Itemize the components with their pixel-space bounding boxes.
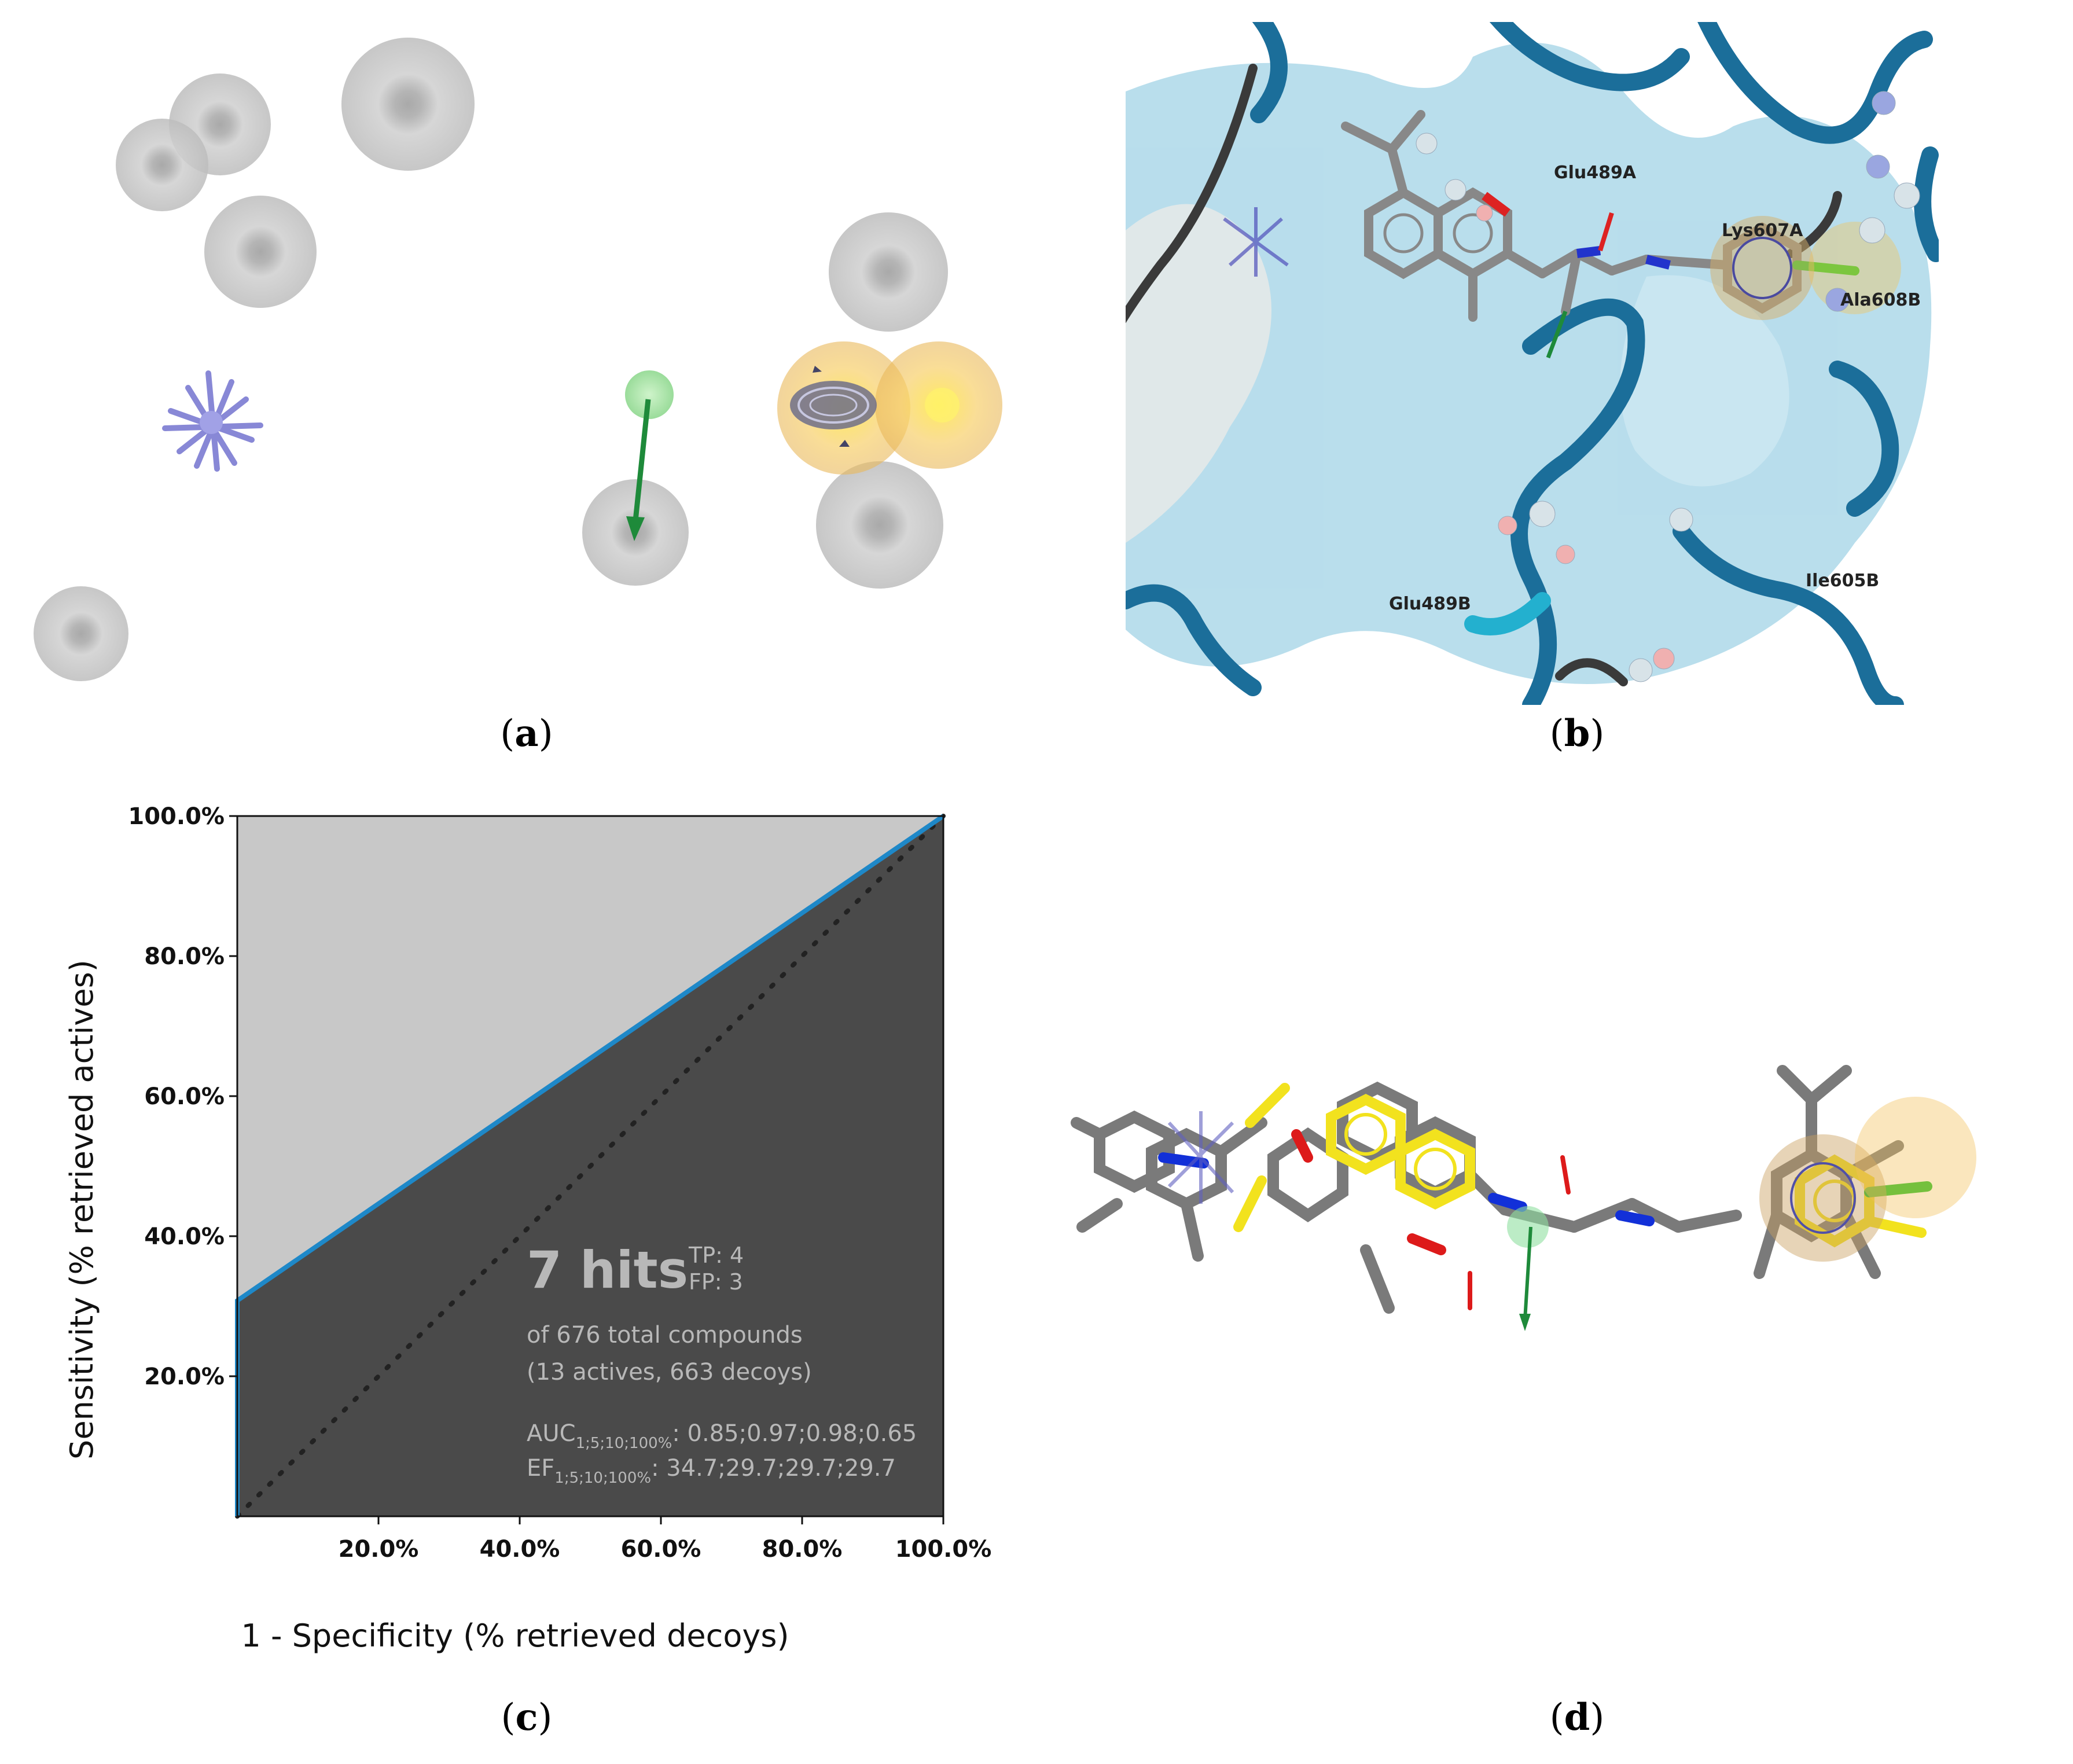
alignment-pharmacophore-overlay [1167,1097,1976,1331]
roc-chart-panel: 20.0% 40.0% 60.0% 80.0% 100.0% 20.0% 40.0% 60.0… [46,793,1030,1661]
ligand-heteroatoms [1482,192,1671,270]
y-axis-label: Sensitivity (% retrieved actives) [64,960,100,1460]
roc-plot-area [235,814,946,1519]
positive-ionizable-feature-icon [162,370,263,472]
aligned-heteroatoms [1158,1129,1932,1310]
aromatic-ring-feature-icon [777,341,1002,475]
hits-count: 7 hits [527,1240,688,1300]
residue-labels: Glu489A Lys607A Ala608B Glu489B Ile605B [1389,163,1921,614]
caption-c: (c) [501,1696,553,1739]
residue-label-ala608b: Ala608B [1840,290,1921,310]
hbond-acceptor-feature-icon [625,370,674,541]
x-tick-label: 60.0% [621,1536,701,1563]
pharmacophore-model-panel [23,12,1030,694]
ligand-alignment-panel [1065,984,2060,1458]
residue-label-glu489b: Glu489B [1389,594,1471,614]
residue-label-glu489a: Glu489A [1554,163,1637,183]
caption-a: (a) [500,712,553,755]
binding-surface [1126,42,1932,684]
x-tick-label: 40.0% [480,1536,560,1563]
x-tick-label: 100.0% [895,1536,992,1563]
total-compounds: of 676 total compounds [527,1322,803,1348]
false-positives: FP: 3 [689,1269,743,1295]
x-tick-label: 80.0% [762,1536,843,1563]
roc-annotation: 7 hits TP: 4 FP: 3 of 676 total compound… [527,1240,917,1487]
random-diagonal-line [235,814,946,1519]
docking-pose-view: Glu489A Lys607A Ala608B Glu489B Ile605B [1126,22,1939,705]
y-tick-label: 60.0% [144,1083,225,1110]
y-tick-label: 20.0% [144,1364,225,1390]
ligand-alignment-view [1071,1065,1976,1331]
x-axis-label: 1 - Specificity (% retrieved decoys) [241,1618,789,1654]
roc-axes: 20.0% 40.0% 60.0% 80.0% 100.0% 20.0% 40.0% 60.0… [128,803,991,1563]
protein-ribbon [1126,22,1939,705]
y-tick-label: 100.0% [128,803,225,830]
y-tick-label: 40.0% [144,1223,225,1250]
residue-atoms [1416,91,1920,682]
actives-decoys: (13 actives, 663 decoys) [527,1359,812,1386]
auc-values: AUC1;5;10;100%: 0.85;0.97;0.98;0.65 [527,1420,917,1452]
x-tick-label: 20.0% [339,1536,419,1563]
residue-label-lys607a: Lys607A [1722,220,1803,241]
true-positives: TP: 4 [688,1243,744,1268]
roc-chart: 20.0% 40.0% 60.0% 80.0% 100.0% 20.0% 40.0% 60.0… [64,803,991,1654]
ef-values: EF1;5;10;100%: 34.7;29.7;29.7;29.7 [527,1455,896,1487]
plot-frame [236,815,944,1517]
residue-label-ile605b: Ile605B [1806,571,1879,591]
y-tick-label: 80.0% [144,943,225,970]
docking-pose-panel: Glu489A Lys607A Ala608B Glu489B Ile605B [1126,22,1939,705]
caption-d: (d) [1549,1696,1605,1739]
caption-b: (b) [1549,712,1605,755]
pharmacophore-model-view [34,38,1002,681]
aligned-ligand-yellow [1233,1083,1927,1248]
